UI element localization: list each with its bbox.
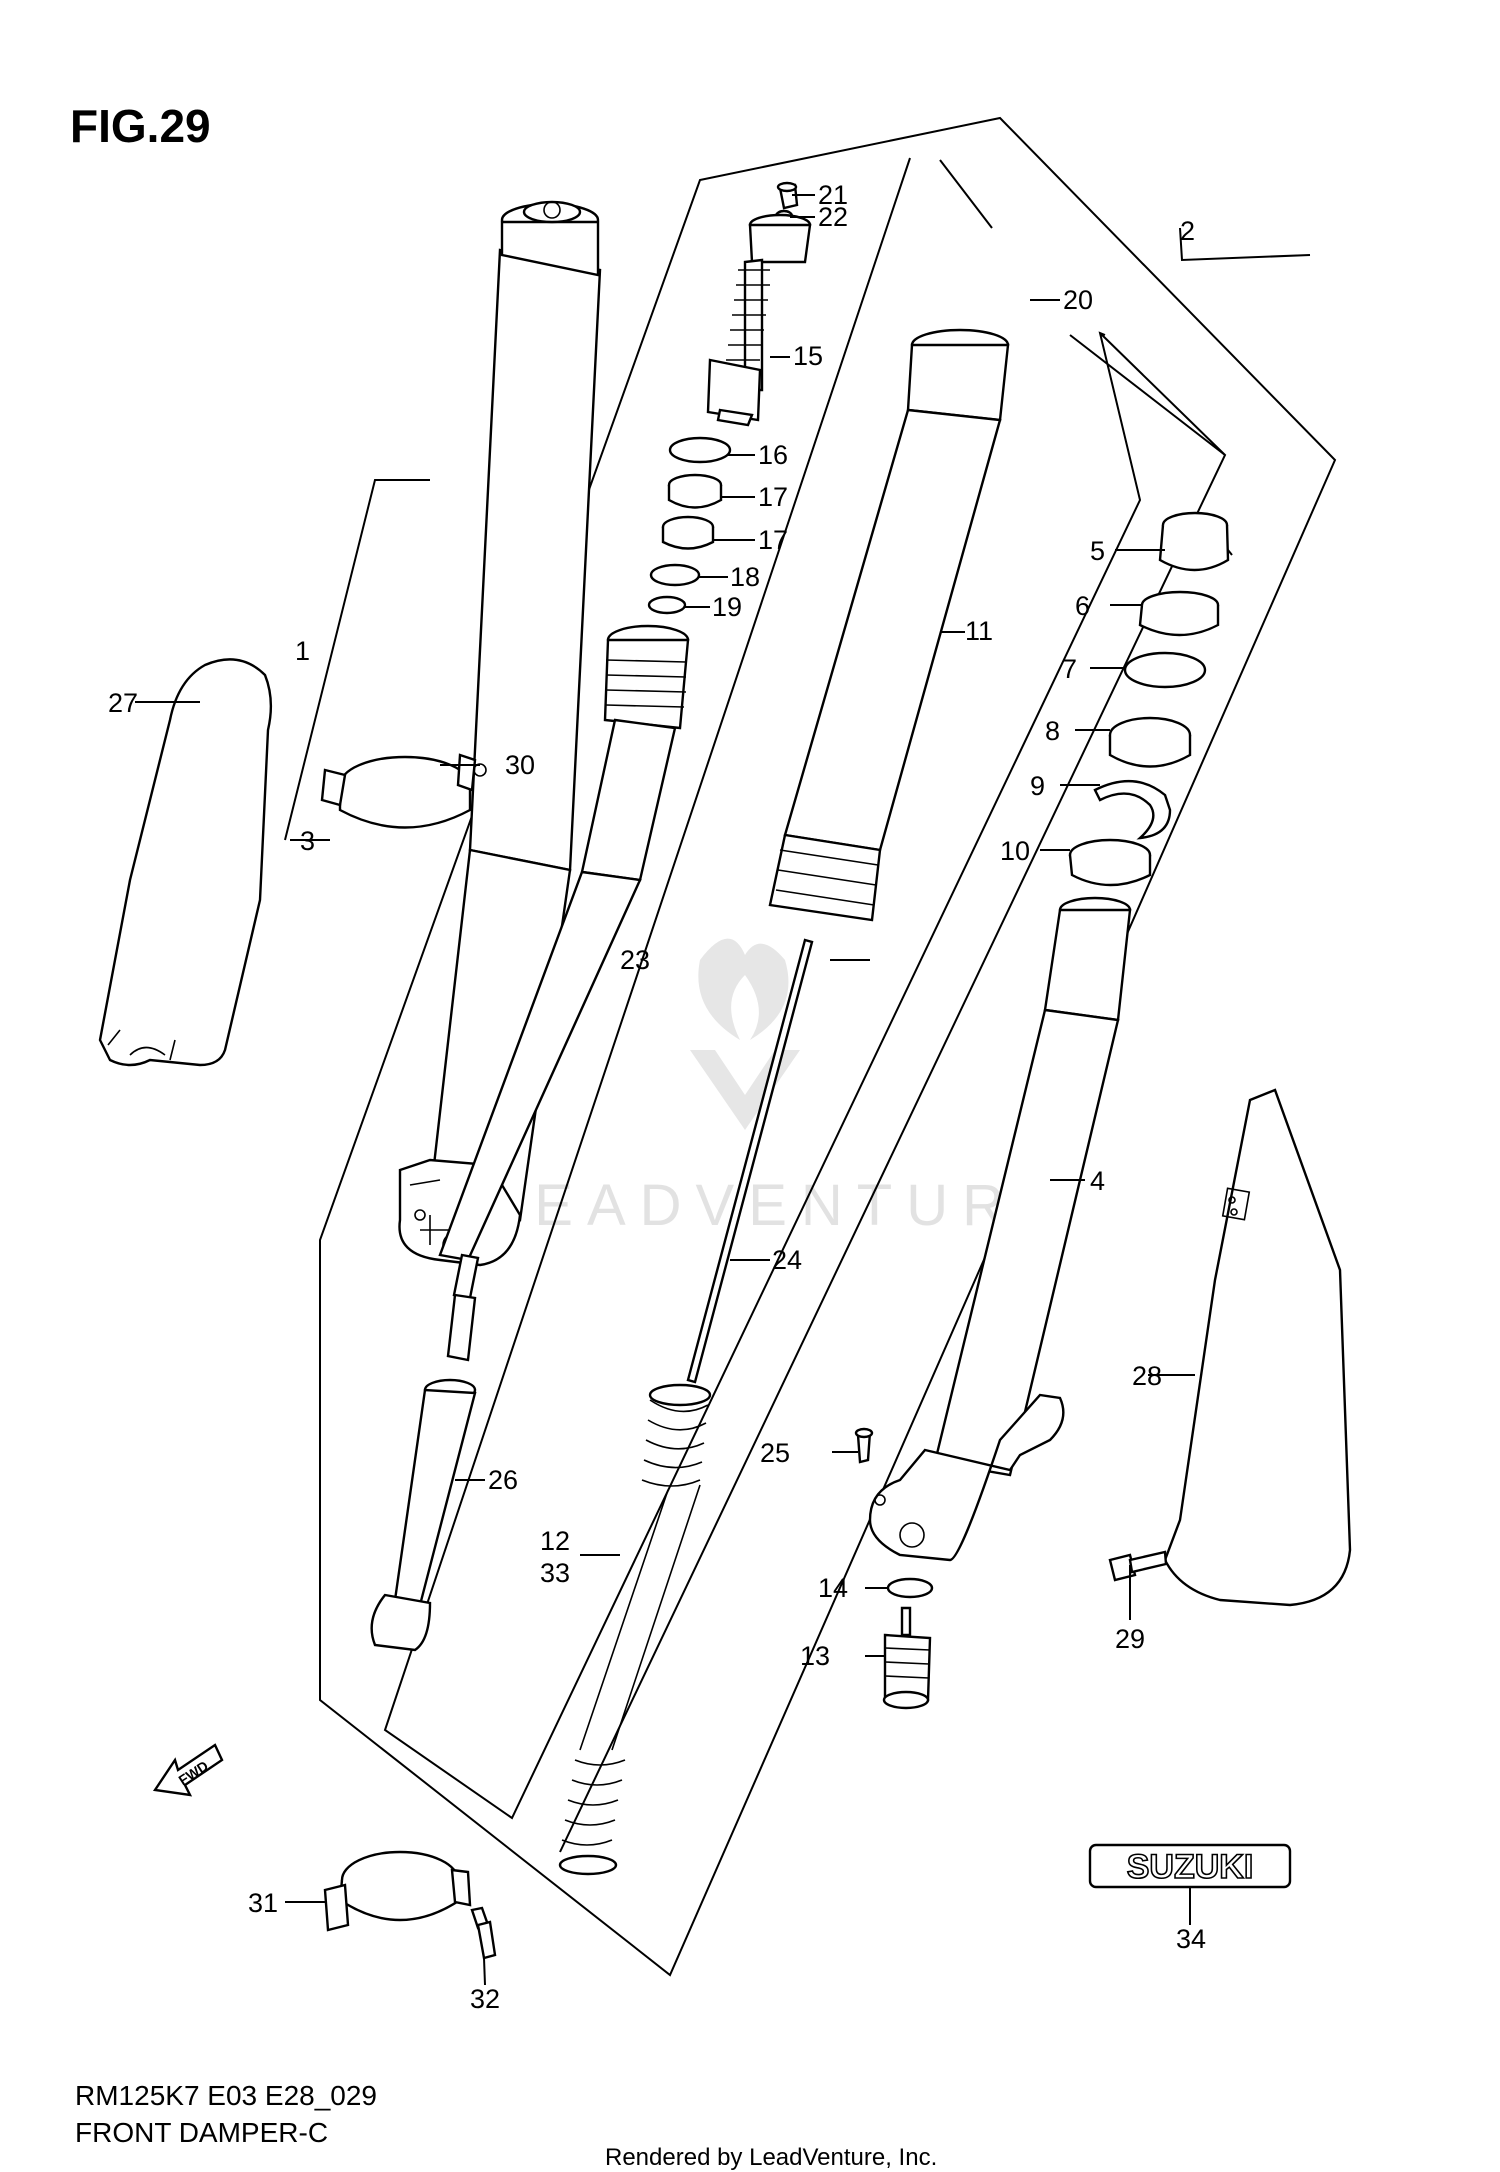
callout-7: 7 [1062, 654, 1077, 684]
assembly-outline-cartridge [559, 334, 1227, 1853]
callout-19: 19 [712, 592, 742, 622]
bolt-32 [470, 1906, 497, 1960]
suzuki-decal-text: SUZUKI [1127, 1848, 1254, 1886]
callout-27: 27 [108, 688, 138, 718]
render-credit: Rendered by LeadVenture, Inc. [605, 2144, 937, 2171]
callout-17a: 17 [758, 482, 788, 512]
bushing-17a [667, 473, 723, 509]
bushing-17b [661, 515, 715, 550]
fork-guard-27 [98, 658, 273, 1067]
callout-16: 16 [758, 440, 788, 470]
callout-6: 6 [1075, 591, 1090, 621]
callout-25: 25 [760, 1438, 790, 1468]
callout-3: 3 [300, 826, 315, 856]
stopper-ring-9 [1093, 779, 1172, 840]
callout-28: 28 [1132, 1361, 1162, 1391]
adjuster-13 [882, 1606, 932, 1710]
inner-tube-11 [768, 328, 1010, 922]
callout-34: 34 [1176, 1924, 1206, 1954]
spring-12 [558, 1383, 712, 1876]
callout-14: 14 [818, 1573, 848, 1603]
assembly-outline-inner [383, 157, 1226, 1820]
callout-12: 12 [540, 1526, 570, 1556]
callout-20: 20 [1063, 285, 1093, 315]
callout-labels: 1 2 3 4 5 6 7 8 9 10 11 12 13 14 15 16 1… [108, 180, 1206, 2014]
callout-2: 2 [1180, 216, 1195, 246]
outer-tube-1 [398, 200, 602, 1267]
leadventure-watermark: LEADVENTURE [488, 938, 1071, 1238]
figure-title: FIG.29 [70, 100, 211, 152]
clamp-30 [320, 753, 487, 829]
callout-4: 4 [1090, 1166, 1105, 1196]
slide-bush-5 [1158, 511, 1230, 572]
callout-17b: 17 [758, 525, 788, 555]
callout-33: 33 [540, 1558, 570, 1588]
callout-22: 22 [818, 202, 848, 232]
callout-23: 23 [620, 945, 650, 975]
rod-24 [686, 938, 814, 1384]
assembly-outline-2 [319, 116, 1337, 1977]
cartridge-cylinder-23 [438, 624, 690, 1362]
callout-13: 13 [800, 1641, 830, 1671]
callout-9: 9 [1030, 771, 1045, 801]
callout-29: 29 [1115, 1624, 1145, 1654]
callout-30: 30 [505, 750, 535, 780]
callout-11: 11 [965, 616, 993, 646]
slide-bush-6 [1138, 590, 1220, 637]
washer-7 [1123, 651, 1207, 689]
forward-arrow-icon: FWD [152, 1743, 224, 1797]
callout-18: 18 [730, 562, 760, 592]
cap-bolt-assembly-15 [706, 213, 812, 427]
model-code: RM125K7 E03 E28_029 [75, 2080, 377, 2111]
suzuki-decal-34: SUZUKI [1088, 1843, 1292, 1889]
oil-seal-8 [1108, 716, 1192, 768]
section-name: FRONT DAMPER-C [75, 2117, 328, 2148]
circlip-19 [647, 595, 687, 615]
o-ring-14 [886, 1577, 934, 1599]
bleed-screw-25 [854, 1427, 874, 1464]
leader-1 [284, 479, 430, 841]
cylinder-26 [370, 1378, 477, 1652]
callout-5: 5 [1090, 536, 1105, 566]
o-ring-16 [668, 436, 732, 464]
callout-1: 1 [295, 636, 310, 666]
callout-15: 15 [793, 341, 823, 371]
leader-lines [135, 194, 1311, 1986]
callout-21: 21 [818, 180, 848, 210]
callout-31: 31 [248, 1888, 278, 1918]
bolt-29 [1108, 1550, 1168, 1582]
callout-8: 8 [1045, 716, 1060, 746]
bottom-case-4 [868, 896, 1132, 1562]
washer-18 [649, 563, 701, 587]
callout-24: 24 [772, 1245, 802, 1275]
callout-32: 32 [470, 1984, 500, 2014]
watermark-text: LEADVENTURE [488, 1173, 1071, 1238]
fork-guard-28 [1163, 1088, 1352, 1607]
callout-26: 26 [488, 1465, 518, 1495]
clamp-31 [323, 1850, 472, 1932]
callout-10: 10 [1000, 836, 1030, 866]
bolt-21 [776, 181, 799, 210]
dust-seal-10 [1068, 838, 1152, 887]
